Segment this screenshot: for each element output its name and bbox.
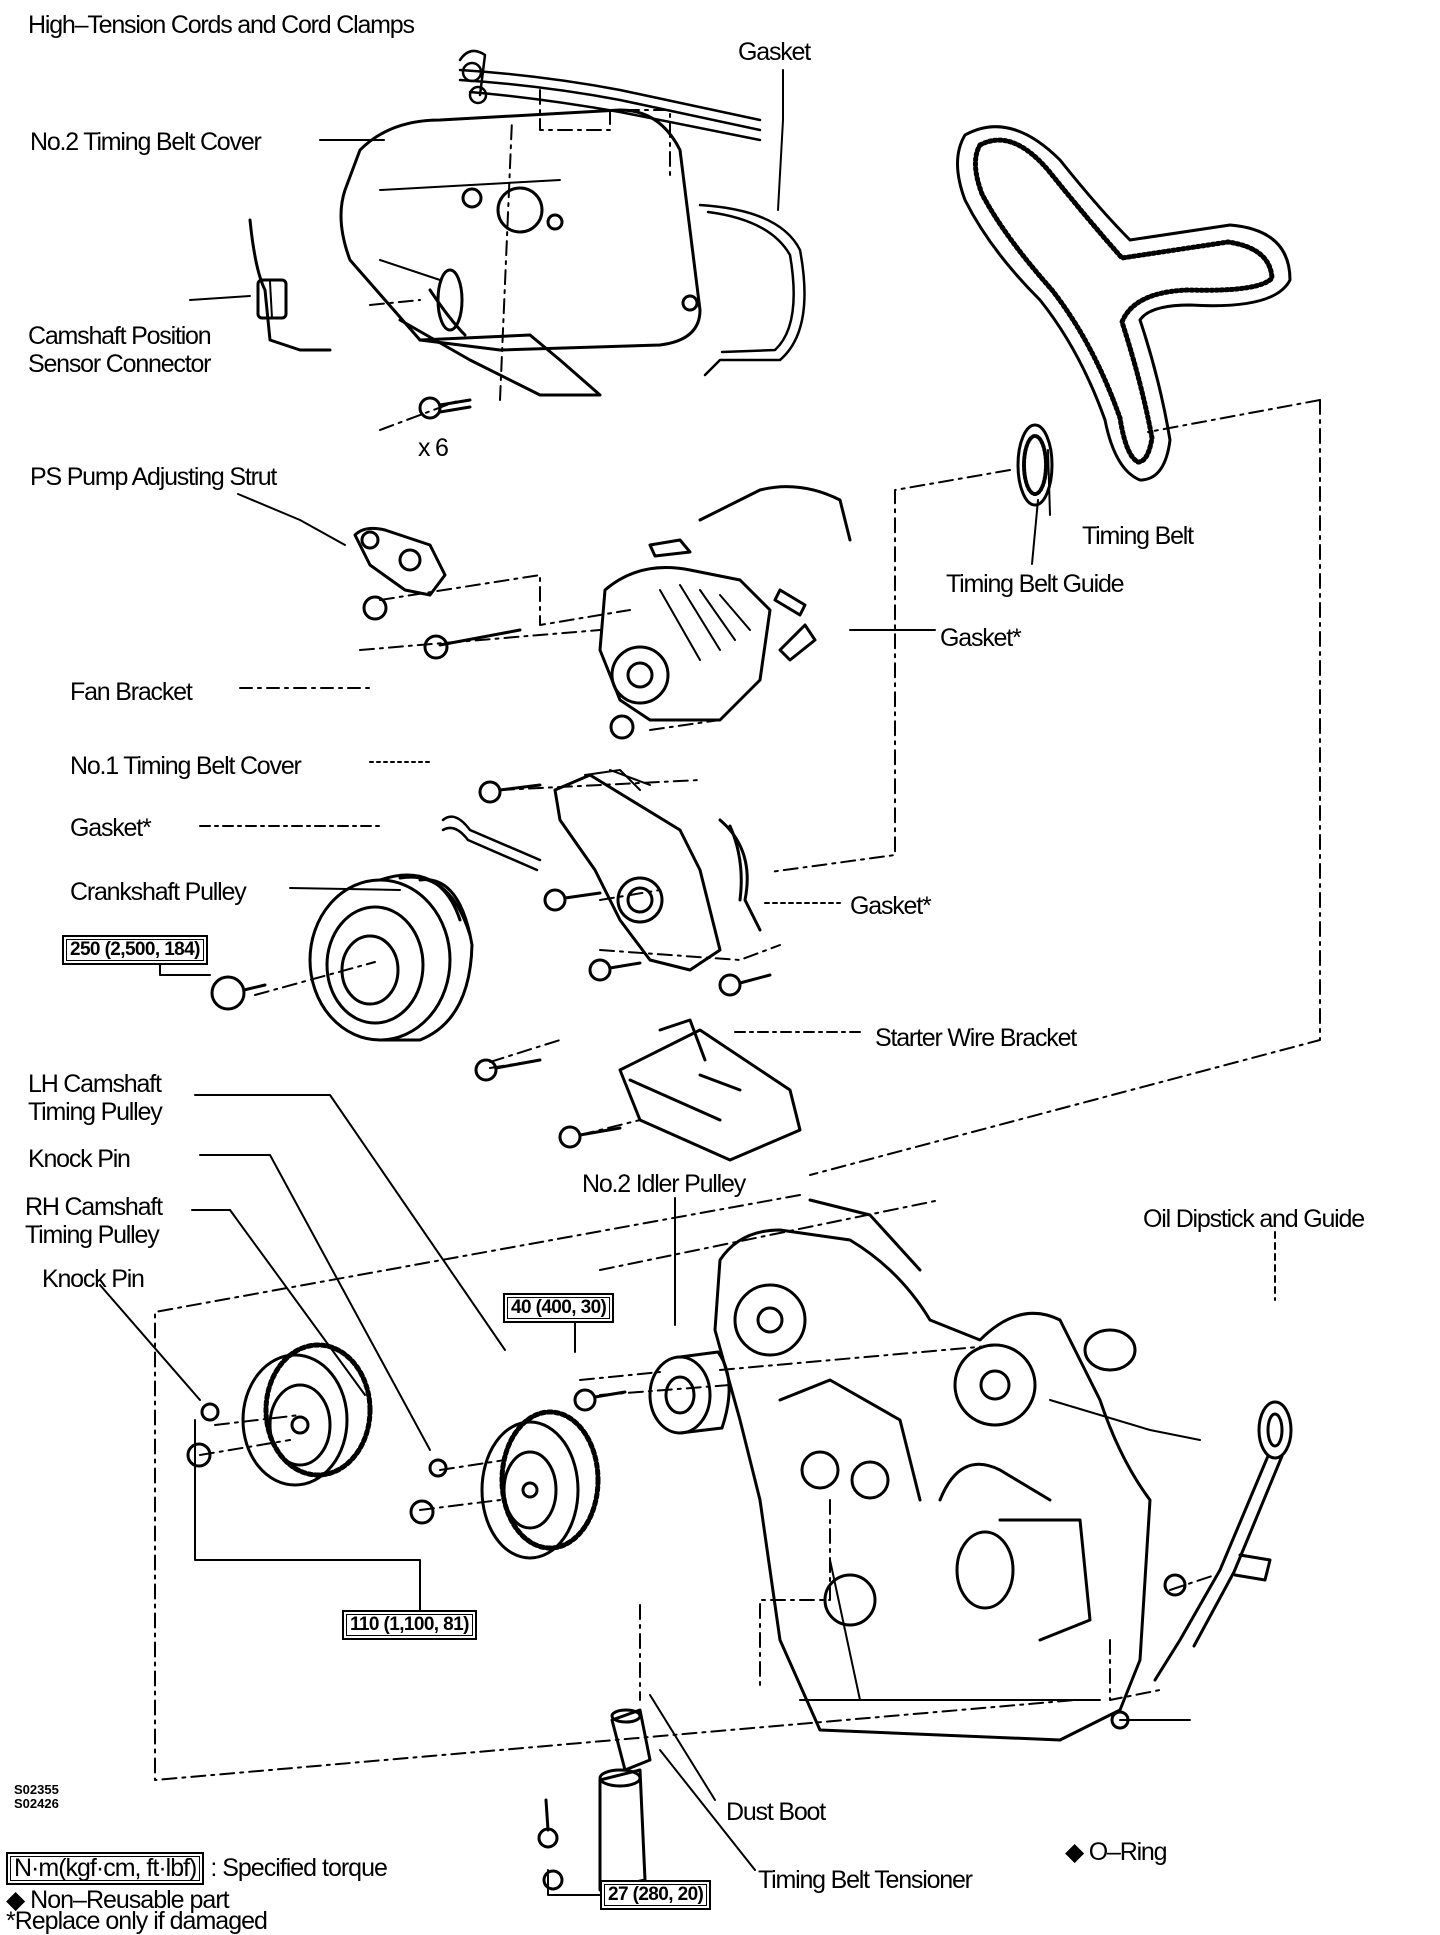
label-timing-belt-tensioner: Timing Belt Tensioner — [758, 1866, 973, 1894]
no2-timing-belt-cover — [339, 108, 702, 397]
label-high-tension-cords: High–Tension Cords and Cord Clamps — [28, 11, 415, 39]
drawing-code-2: S02426 — [14, 1796, 59, 1811]
lh-camshaft-pulley — [409, 1409, 601, 1560]
gasket-strip — [441, 815, 542, 872]
label-timing-belt: Timing Belt — [1082, 522, 1194, 550]
crankshaft-pulley — [210, 873, 474, 1042]
label-gasket-star-1: Gasket* — [940, 624, 1022, 652]
drawing-code-1: S02355 — [14, 1782, 59, 1797]
legend-torque: N·m(kgf·cm, ft·lbf) : Specified torque — [6, 1852, 388, 1885]
torque-cam-bolt: 110 (1,100, 81) — [342, 1610, 477, 1640]
engine-block — [713, 1198, 1201, 1742]
label-rh-camshaft-pulley: RH Camshaft Timing Pulley — [25, 1193, 163, 1249]
legend-non-reusable: ◆ Non–Reusable part — [6, 1886, 230, 1914]
high-tension-cords — [458, 49, 762, 142]
label-gasket-top: Gasket — [738, 38, 811, 66]
legend-replace-if-damaged: *Replace only if damaged — [6, 1907, 268, 1935]
label-fan-bracket: Fan Bracket — [70, 678, 193, 706]
label-starter-wire-bracket: Starter Wire Bracket — [875, 1024, 1077, 1052]
ps-pump-strut — [353, 526, 447, 621]
fan-bracket — [423, 485, 852, 740]
label-no2-idler-pulley: No.2 Idler Pulley — [582, 1170, 746, 1198]
label-timing-belt-guide: Timing Belt Guide — [946, 570, 1125, 598]
cam-sensor-connector — [248, 218, 332, 352]
no1-timing-belt-cover — [478, 769, 772, 997]
label-lh-camshaft-pulley: LH Camshaft Timing Pulley — [28, 1070, 163, 1126]
label-knock-pin-2: Knock Pin — [42, 1265, 145, 1293]
cover-bolt — [418, 396, 472, 420]
label-oil-dipstick: Oil Dipstick and Guide — [1143, 1205, 1365, 1233]
legend-torque-unit: N·m(kgf·cm, ft·lbf) — [6, 1852, 205, 1885]
label-cam-sensor-connector: Camshaft Position Sensor Connector — [28, 322, 212, 378]
timing-belt-tensioner — [537, 1708, 652, 1892]
timing-belt-guide — [1016, 423, 1054, 507]
starter-wire-bracket — [474, 1018, 802, 1162]
label-gasket-star-3: Gasket* — [850, 892, 932, 920]
label-o-ring: ◆ O–Ring — [1065, 1838, 1168, 1866]
label-gasket-star-2: Gasket* — [70, 814, 152, 842]
label-knock-pin-1: Knock Pin — [28, 1145, 131, 1173]
label-ps-pump-strut: PS Pump Adjusting Strut — [30, 463, 277, 491]
label-no2-timing-belt-cover: No.2 Timing Belt Cover — [30, 128, 262, 156]
timing-belt — [956, 125, 1292, 482]
torque-tensioner-bolt: 27 (280, 20) — [600, 1880, 712, 1910]
label-crankshaft-pulley: Crankshaft Pulley — [70, 878, 247, 906]
label-dust-boot: Dust Boot — [726, 1798, 826, 1826]
alignment-lines — [154, 89, 1321, 1781]
torque-crank-bolt: 250 (2,500, 184) — [62, 935, 208, 965]
label-x6: x 6 — [418, 434, 449, 462]
torque-idler-bolt: 40 (400, 30) — [503, 1293, 615, 1323]
label-no1-timing-belt-cover: No.1 Timing Belt Cover — [70, 752, 302, 780]
rh-camshaft-pulley — [186, 1342, 373, 1487]
leader-lines — [99, 69, 1276, 1896]
legend-torque-desc: : Specified torque — [210, 1854, 388, 1882]
oil-dipstick — [1110, 1400, 1293, 1730]
top-gasket — [698, 203, 806, 377]
no2-idler-pulley — [573, 1350, 731, 1435]
